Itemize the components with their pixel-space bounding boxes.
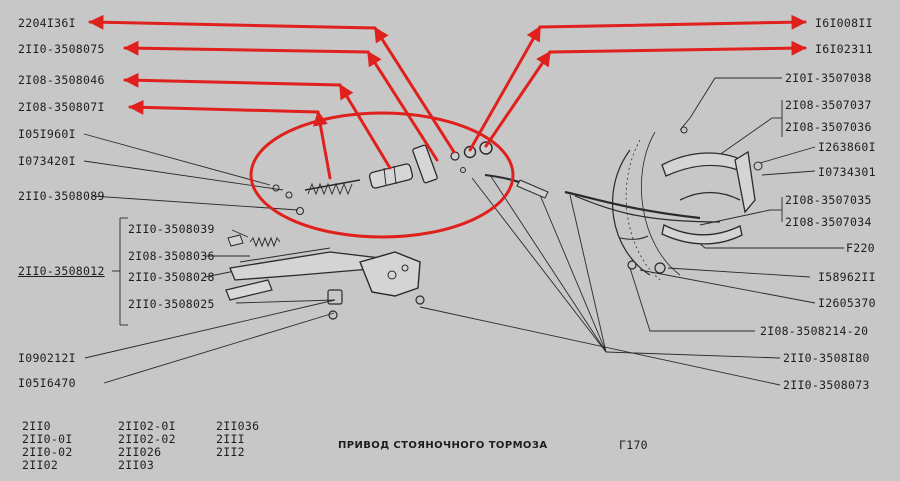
part-label: I05I960I: [18, 127, 76, 141]
part-label: 2I0I-3507038: [785, 71, 872, 85]
part-label: I263860I: [818, 140, 876, 154]
part-label: I58962II: [818, 270, 876, 284]
model-code: 2II03: [118, 458, 155, 472]
part-label: 2I08-3508046: [18, 73, 105, 87]
part-label: 2II0-3508I80: [783, 351, 870, 365]
model-code: 2II0-02: [22, 445, 73, 459]
part-label: I090212I: [18, 351, 76, 365]
part-label: 2I08-3507034: [785, 215, 872, 229]
diagram-caption: ПРИВОД СТОЯНОЧНОГО ТОРМОЗА: [338, 440, 548, 451]
part-label: 2I08-350807I: [18, 100, 105, 114]
model-code: 2II02-0I: [118, 419, 176, 433]
model-code: 2II026: [118, 445, 162, 459]
part-label: 2II0-3508089: [18, 189, 105, 203]
figure-number: Г170: [619, 438, 648, 452]
part-label: 2204I36I: [18, 16, 76, 30]
part-label: 2II0-3508025: [128, 297, 215, 311]
highlight-ellipse: [249, 111, 515, 239]
part-label: I073420I: [18, 154, 76, 168]
part-label: 2II0-3508028: [128, 270, 215, 284]
part-label: 2I08-3507036: [785, 120, 872, 134]
part-label: I0734301: [818, 165, 876, 179]
brake-drum: [611, 126, 763, 281]
part-label: 2I08-3507037: [785, 98, 872, 112]
model-code: 2II02: [22, 458, 59, 472]
cable-assembly: [225, 141, 721, 320]
part-label-assembly: 2II0-3508012: [18, 264, 105, 278]
part-label: I6I008II: [815, 16, 873, 30]
part-label: 2II0-3508075: [18, 42, 105, 56]
part-label: I05I6470: [18, 376, 76, 390]
red-callouts: [88, 14, 807, 239]
part-label: F220: [846, 241, 875, 255]
part-label: 2II0-3508073: [783, 378, 870, 392]
part-label: I6I02311: [815, 42, 873, 56]
model-code: 2III: [216, 432, 245, 446]
model-code: 2II0: [22, 419, 51, 433]
part-label: 2I08-3508214-20: [760, 324, 869, 338]
model-code: 2II02-02: [118, 432, 176, 446]
part-label: 2I08-3508036: [128, 249, 215, 263]
model-code: 2II0-0I: [22, 432, 73, 446]
model-code: 2II2: [216, 445, 245, 459]
part-label: 2II0-3508039: [128, 222, 215, 236]
part-label: I2605370: [818, 296, 876, 310]
model-code: 2II036: [216, 419, 260, 433]
part-label: 2I08-3507035: [785, 193, 872, 207]
